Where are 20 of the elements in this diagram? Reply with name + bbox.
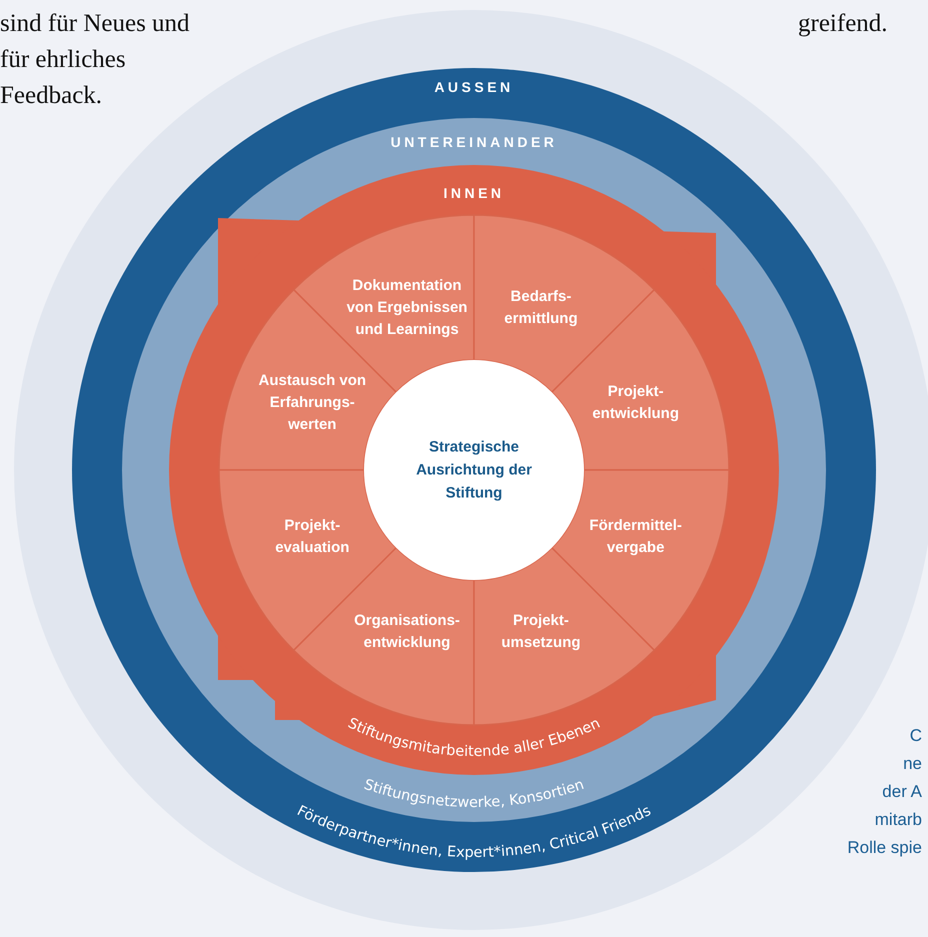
text-fragment: C	[910, 725, 922, 747]
ring-band	[169, 165, 779, 775]
segment-label: Projekt- entwicklung	[591, 382, 680, 424]
segment-label: Fördermittel- vergabe	[588, 516, 683, 558]
ring-title: INNEN	[443, 185, 505, 201]
center-label: Strategische Ausrichtung der Stiftung	[415, 438, 533, 504]
text-fragment: greifend.	[798, 9, 888, 39]
text-fragment: ne	[903, 753, 922, 775]
ring-title: UNTEREINANDER	[390, 134, 558, 150]
segment-label: Bedarfs- ermittlung	[503, 287, 579, 330]
ring-title: AUSSEN	[434, 79, 514, 95]
text-fragment: mitarb	[874, 809, 922, 831]
text-fragment: der A	[882, 781, 922, 803]
segment-label: Dokumentation von Ergebnissen und Learnings	[346, 276, 468, 340]
text-fragment: Rolle spie	[847, 837, 922, 859]
segment-label: Austausch von Erfahrungs- werten	[258, 371, 368, 436]
segment-label: Organisations- entwicklung	[353, 610, 461, 653]
text-fragment: sind für Neues und für ehrliches Feedback.	[0, 9, 191, 111]
segment-label: Projekt- evaluation	[274, 516, 350, 558]
segment-label: Projekt- umsetzung	[500, 610, 582, 653]
